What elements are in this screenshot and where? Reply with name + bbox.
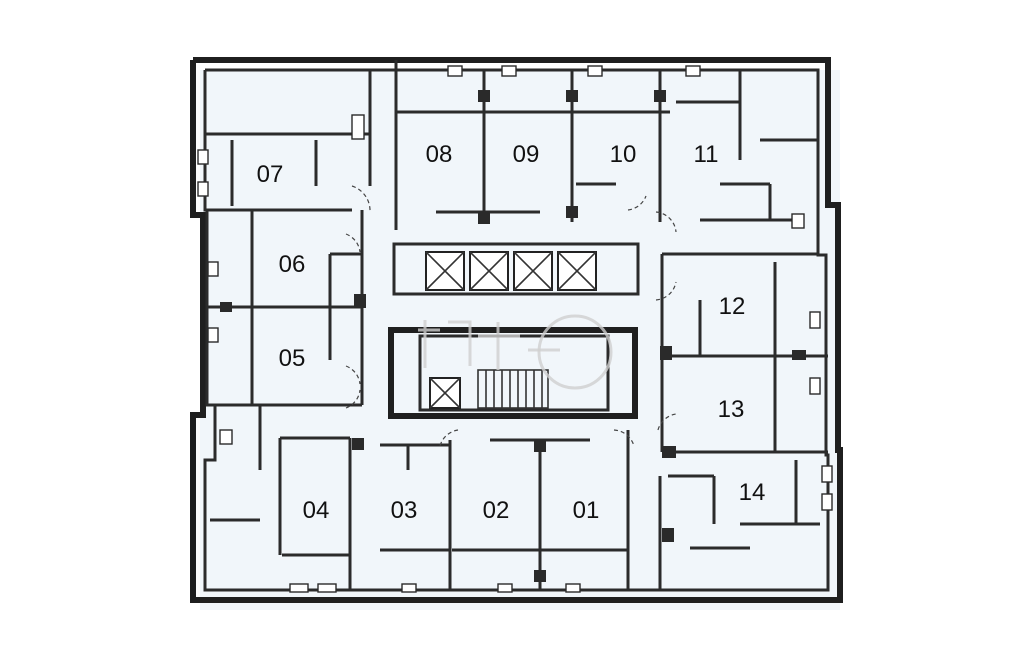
unit-labels: 01 02 03 04 05 06 07 08 09 10 11 12 13 1… (257, 141, 766, 524)
east-partitions (658, 252, 833, 590)
unit-11-partitions (676, 70, 818, 229)
unit-label-01: 01 (573, 497, 600, 524)
elevator-icon (429, 377, 461, 409)
unit-label-07: 07 (257, 161, 284, 188)
unit-label-02: 02 (483, 497, 510, 524)
stair-icon (477, 369, 549, 409)
south-partitions (401, 430, 630, 593)
elevator-icon (469, 251, 509, 291)
unit-label-13: 13 (718, 396, 745, 423)
watermark-logo (418, 314, 613, 390)
unit-label-03: 03 (391, 497, 418, 524)
unit-label-04: 04 (303, 497, 330, 524)
unit-label-11: 11 (694, 141, 719, 168)
unit-label-10: 10 (610, 141, 637, 168)
unit-label-12: 12 (719, 293, 746, 320)
west-partitions (197, 70, 372, 407)
unit-label-14: 14 (739, 479, 766, 506)
unit-label-08: 08 (426, 141, 453, 168)
elevator-icon (513, 251, 553, 291)
unit-label-06: 06 (279, 251, 306, 278)
unit-label-05: 05 (279, 345, 306, 372)
elevator-bank (425, 251, 597, 409)
south-west-partitions (210, 405, 452, 593)
unit-label-09: 09 (513, 141, 540, 168)
north-partitions (394, 60, 701, 230)
elevator-icon (425, 251, 465, 291)
outer-wall (190, 57, 843, 603)
door-swings (345, 185, 677, 447)
elevator-icon (557, 251, 597, 291)
